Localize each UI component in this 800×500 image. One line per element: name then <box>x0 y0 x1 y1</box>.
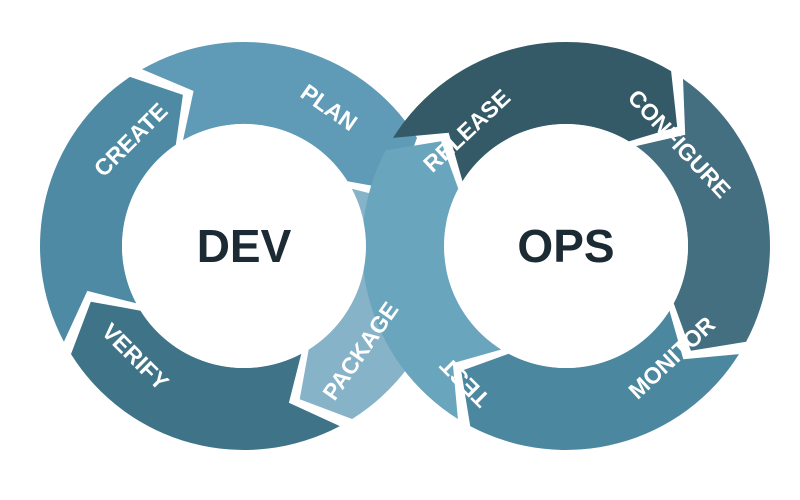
ops-center-label: OPS <box>517 220 614 272</box>
ops-loop <box>362 78 770 450</box>
segment-package <box>71 301 340 450</box>
segment-release <box>393 41 678 182</box>
segment-configure <box>636 78 770 351</box>
segment-create <box>142 41 417 191</box>
segment-verify <box>40 76 183 342</box>
segment-test <box>362 141 502 419</box>
ops-center-circle <box>444 124 688 368</box>
segment-monitor <box>461 310 739 450</box>
dev-center-circle <box>122 124 366 368</box>
dev-center-label: DEV <box>197 220 292 272</box>
